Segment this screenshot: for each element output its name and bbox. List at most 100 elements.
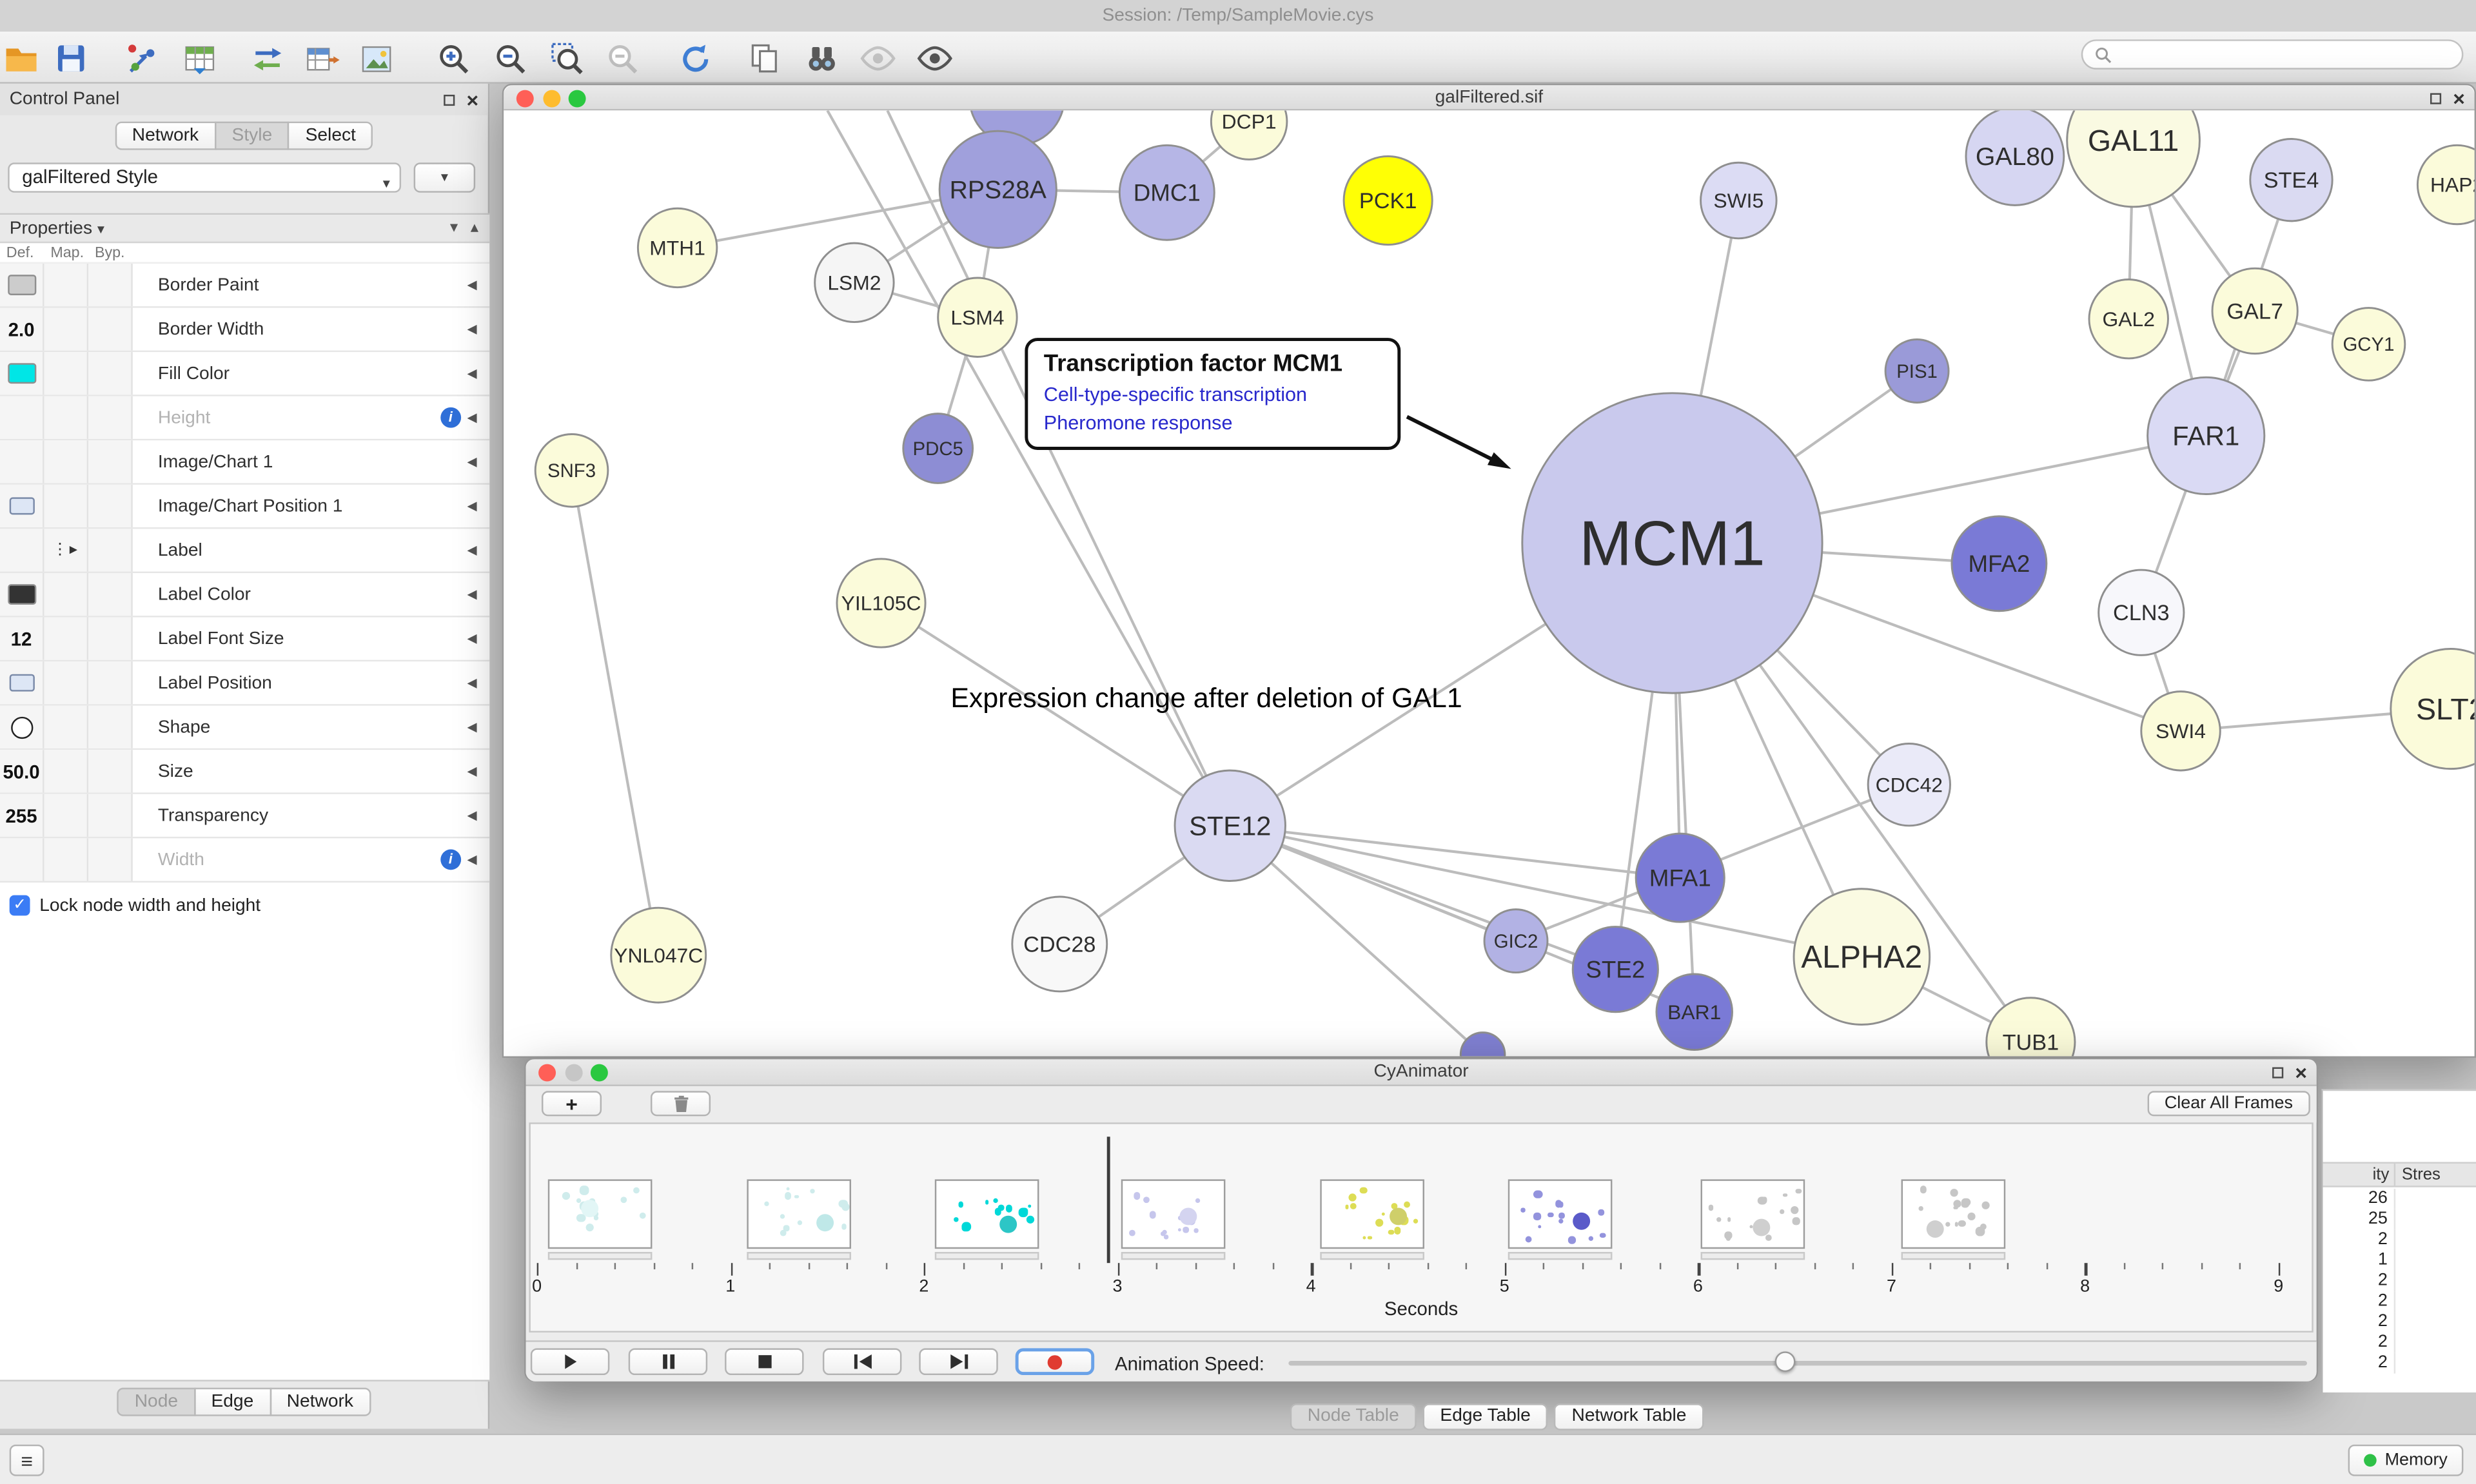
network-node-alpha2[interactable]: ALPHA2 <box>1793 888 1931 1026</box>
network-edge[interactable] <box>1230 824 1616 971</box>
network-node-ynl047c[interactable]: YNL047C <box>610 906 707 1004</box>
network-node-gal2[interactable]: GAL2 <box>2088 278 2169 360</box>
thumbnail-scrollbar[interactable] <box>1121 1252 1226 1260</box>
frame-thumbnail-0[interactable] <box>547 1179 653 1260</box>
zoom-fit-icon[interactable] <box>546 38 587 79</box>
network-node-cdc42[interactable]: CDC42 <box>1867 743 1951 827</box>
expand-row-icon[interactable]: ◀ <box>467 719 477 734</box>
network-node-cdc28[interactable]: CDC28 <box>1011 895 1108 993</box>
show-hidden-icon[interactable] <box>914 38 956 79</box>
property-row-fill-color[interactable]: Fill Color◀ <box>0 352 490 396</box>
annotation-link[interactable]: Cell-type-specific transcription <box>1043 384 1308 406</box>
clear-all-frames-button[interactable]: Clear All Frames <box>2147 1091 2310 1117</box>
network-node-gal7[interactable]: GAL7 <box>2211 267 2299 355</box>
expand-row-icon[interactable]: ◀ <box>467 631 477 646</box>
info-icon[interactable]: i <box>440 849 461 870</box>
property-row-label-position[interactable]: Label Position◀ <box>0 661 490 706</box>
open-session-icon[interactable] <box>0 38 41 79</box>
float-window-icon[interactable] <box>2273 1066 2284 1078</box>
tab-select[interactable]: Select <box>288 121 373 150</box>
network-edge[interactable] <box>1229 825 1484 1056</box>
expand-row-icon[interactable]: ◀ <box>467 366 477 381</box>
property-row-image-chart-position-1[interactable]: Image/Chart Position 1◀ <box>0 484 490 529</box>
network-node-swi4[interactable]: SWI4 <box>2140 690 2221 772</box>
thumbnail-scrollbar[interactable] <box>1901 1252 2006 1260</box>
frame-thumbnail-6[interactable] <box>1700 1179 1805 1260</box>
network-node-mcm1[interactable]: MCM1 <box>1521 392 1823 694</box>
color-swatch[interactable] <box>7 584 36 605</box>
minimize-traffic-light[interactable] <box>565 1064 583 1082</box>
tab-node[interactable]: Node <box>117 1387 195 1416</box>
stop-button[interactable] <box>725 1348 804 1376</box>
info-icon[interactable]: i <box>440 407 461 428</box>
playhead[interactable] <box>1106 1137 1110 1264</box>
close-traffic-light[interactable] <box>538 1064 556 1082</box>
network-node-gal80[interactable]: GAL80 <box>1965 110 2065 206</box>
thumbnail-scrollbar[interactable] <box>747 1252 852 1260</box>
tab-network-style[interactable]: Network <box>269 1387 371 1416</box>
frame-thumbnail-5[interactable] <box>1508 1179 1613 1260</box>
network-node-gal11[interactable]: GAL11 <box>2066 110 2201 208</box>
tab-style[interactable]: Style <box>214 121 290 150</box>
column-header[interactable]: Stres <box>2401 1165 2441 1184</box>
tab-network[interactable]: Network <box>114 121 217 150</box>
close-traffic-light[interactable] <box>516 90 534 108</box>
search-field[interactable] <box>2081 39 2464 70</box>
float-panel-icon[interactable] <box>444 93 456 105</box>
export-image-icon[interactable] <box>355 38 397 79</box>
float-window-icon[interactable] <box>2430 92 2442 104</box>
network-node-rps28a[interactable]: RPS28A <box>938 130 1057 249</box>
network-node-slt2[interactable]: SLT2 <box>2390 648 2475 770</box>
delete-frame-button[interactable] <box>650 1091 711 1117</box>
network-node-ste4[interactable]: STE4 <box>2249 138 2334 222</box>
network-node-tub1[interactable]: TUB1 <box>1985 997 2076 1057</box>
property-row-border-paint[interactable]: Border Paint◀ <box>0 263 490 308</box>
network-node-mfa1[interactable]: MFA1 <box>1635 832 1725 923</box>
expand-all-icon[interactable]: ▴ <box>470 219 479 237</box>
table-row[interactable]: 2 <box>2323 1271 2476 1292</box>
skip-to-end-button[interactable] <box>919 1348 998 1376</box>
network-node-ste12[interactable]: STE12 <box>1174 769 1286 883</box>
expand-row-icon[interactable]: ◀ <box>467 543 477 558</box>
cyanimator-titlebar[interactable]: CyAnimator × <box>526 1059 2317 1086</box>
zoom-in-icon[interactable] <box>433 38 474 79</box>
expand-row-icon[interactable]: ◀ <box>467 454 477 469</box>
network-node-pck1[interactable]: PCK1 <box>1342 155 1433 246</box>
import-table-icon[interactable] <box>179 38 220 79</box>
frame-thumbnail-2[interactable] <box>934 1179 1039 1260</box>
network-node-mth1[interactable]: MTH1 <box>636 207 718 289</box>
minimize-traffic-light[interactable] <box>543 90 561 108</box>
network-edge[interactable] <box>880 601 1231 827</box>
style-options-button[interactable]: ▾ <box>413 162 476 193</box>
table-row[interactable]: 2 <box>2323 1291 2476 1313</box>
expand-row-icon[interactable]: ◀ <box>467 808 477 823</box>
network-node-gic2[interactable]: GIC2 <box>1483 908 1549 974</box>
network-node-lsm4[interactable]: LSM4 <box>937 277 1018 358</box>
network-edge[interactable] <box>570 470 660 956</box>
annotation-link[interactable]: Pheromone response <box>1043 411 1233 434</box>
property-row-label[interactable]: ⋮▸Label◀ <box>0 529 490 573</box>
table-row[interactable]: 2 <box>2323 1229 2476 1251</box>
table-row[interactable]: 1 <box>2323 1250 2476 1271</box>
search-network-icon[interactable] <box>801 38 842 79</box>
network-node-lsm2[interactable]: LSM2 <box>814 242 895 324</box>
thumbnail-scrollbar[interactable] <box>1700 1252 1805 1260</box>
collapse-all-icon[interactable]: ▾ <box>449 219 458 237</box>
network-node-pbot[interactable] <box>1459 1031 1506 1057</box>
annotation-box[interactable]: Transcription factor MCM1 Cell-type-spec… <box>1025 338 1401 450</box>
property-row-shape[interactable]: Shape◀ <box>0 705 490 750</box>
pause-button[interactable] <box>628 1348 708 1376</box>
network-edge[interactable] <box>826 110 1232 826</box>
network-node-snf3[interactable]: SNF3 <box>534 433 609 508</box>
record-button[interactable] <box>1015 1348 1095 1376</box>
network-node-bar1[interactable]: BAR1 <box>1655 973 1734 1051</box>
zoom-traffic-light[interactable] <box>568 90 586 108</box>
network-node-dcp1[interactable]: DCP1 <box>1210 110 1288 161</box>
network-node-pis1[interactable]: PIS1 <box>1884 338 1950 404</box>
checkbox-checked-icon[interactable]: ✓ <box>9 895 30 916</box>
